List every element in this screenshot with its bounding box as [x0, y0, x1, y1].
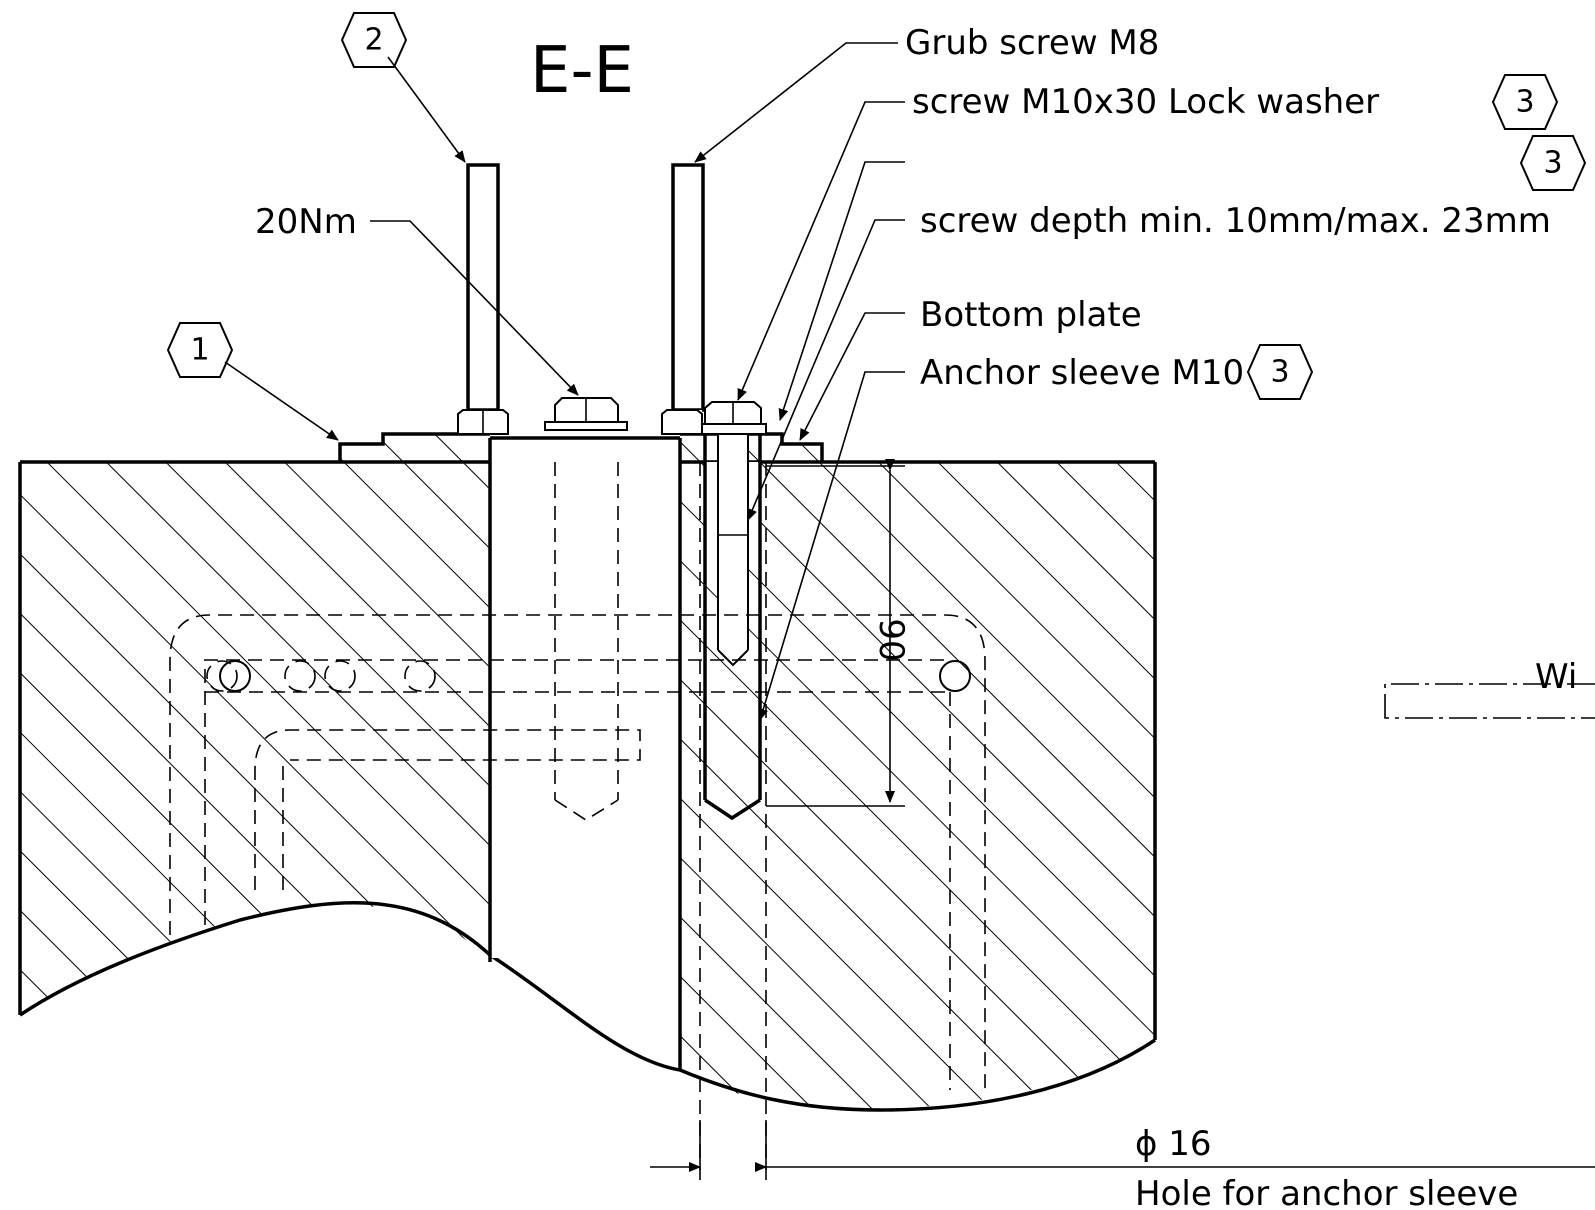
- hidden-lines: [169, 462, 986, 1170]
- tag-2-text: 2: [364, 23, 383, 58]
- dimension-depth-text: 90: [871, 618, 911, 661]
- torque-label: 20Nm: [255, 202, 357, 242]
- wire-partial-label: Wi: [1535, 657, 1577, 697]
- tag-1: 1: [166, 322, 234, 378]
- hole-anchor-sleeve-label: Hole for anchor sleeve: [1135, 1174, 1518, 1210]
- bottom-plate-label: Bottom plate: [920, 295, 1142, 335]
- bottom-plate-section: [338, 432, 824, 462]
- rebar-circles: [206, 660, 971, 692]
- grub-screw-label: Grub screw M8: [905, 23, 1159, 63]
- screw-depth-label: screw depth min. 10mm/max. 23mm: [920, 201, 1551, 241]
- tag-3-washer-text: 3: [1543, 146, 1562, 181]
- section-title: E-E: [530, 34, 634, 108]
- diameter-text: ϕ 16: [1135, 1124, 1212, 1164]
- grub-screw-left: [457, 163, 509, 435]
- dimension-diameter: ϕ 16 Hole for anchor sleeve: [650, 1120, 1595, 1210]
- dimension-depth: 90: [766, 459, 911, 807]
- tag-3-screw-text: 3: [1515, 85, 1534, 120]
- tag-3-screw: 3: [1491, 74, 1559, 130]
- tag-3-anchor: 3: [1246, 344, 1314, 400]
- tag-2: 2: [340, 12, 408, 68]
- wire-indicator: Wi: [1384, 657, 1595, 719]
- anchor-sleeve-bore: [697, 401, 767, 821]
- tag-3-anchor-text: 3: [1270, 355, 1289, 390]
- tag-1-text: 1: [190, 333, 209, 368]
- concrete-section: [18, 436, 1157, 1112]
- leader-lines: [224, 42, 905, 721]
- tag-3-washer: 3: [1519, 135, 1587, 191]
- grub-screw-right: [661, 163, 705, 435]
- anchor-sleeve-label: Anchor sleeve M10: [920, 353, 1244, 393]
- center-nut: [544, 397, 628, 431]
- screw-lock-washer-label: screw M10x30 Lock washer: [912, 82, 1379, 122]
